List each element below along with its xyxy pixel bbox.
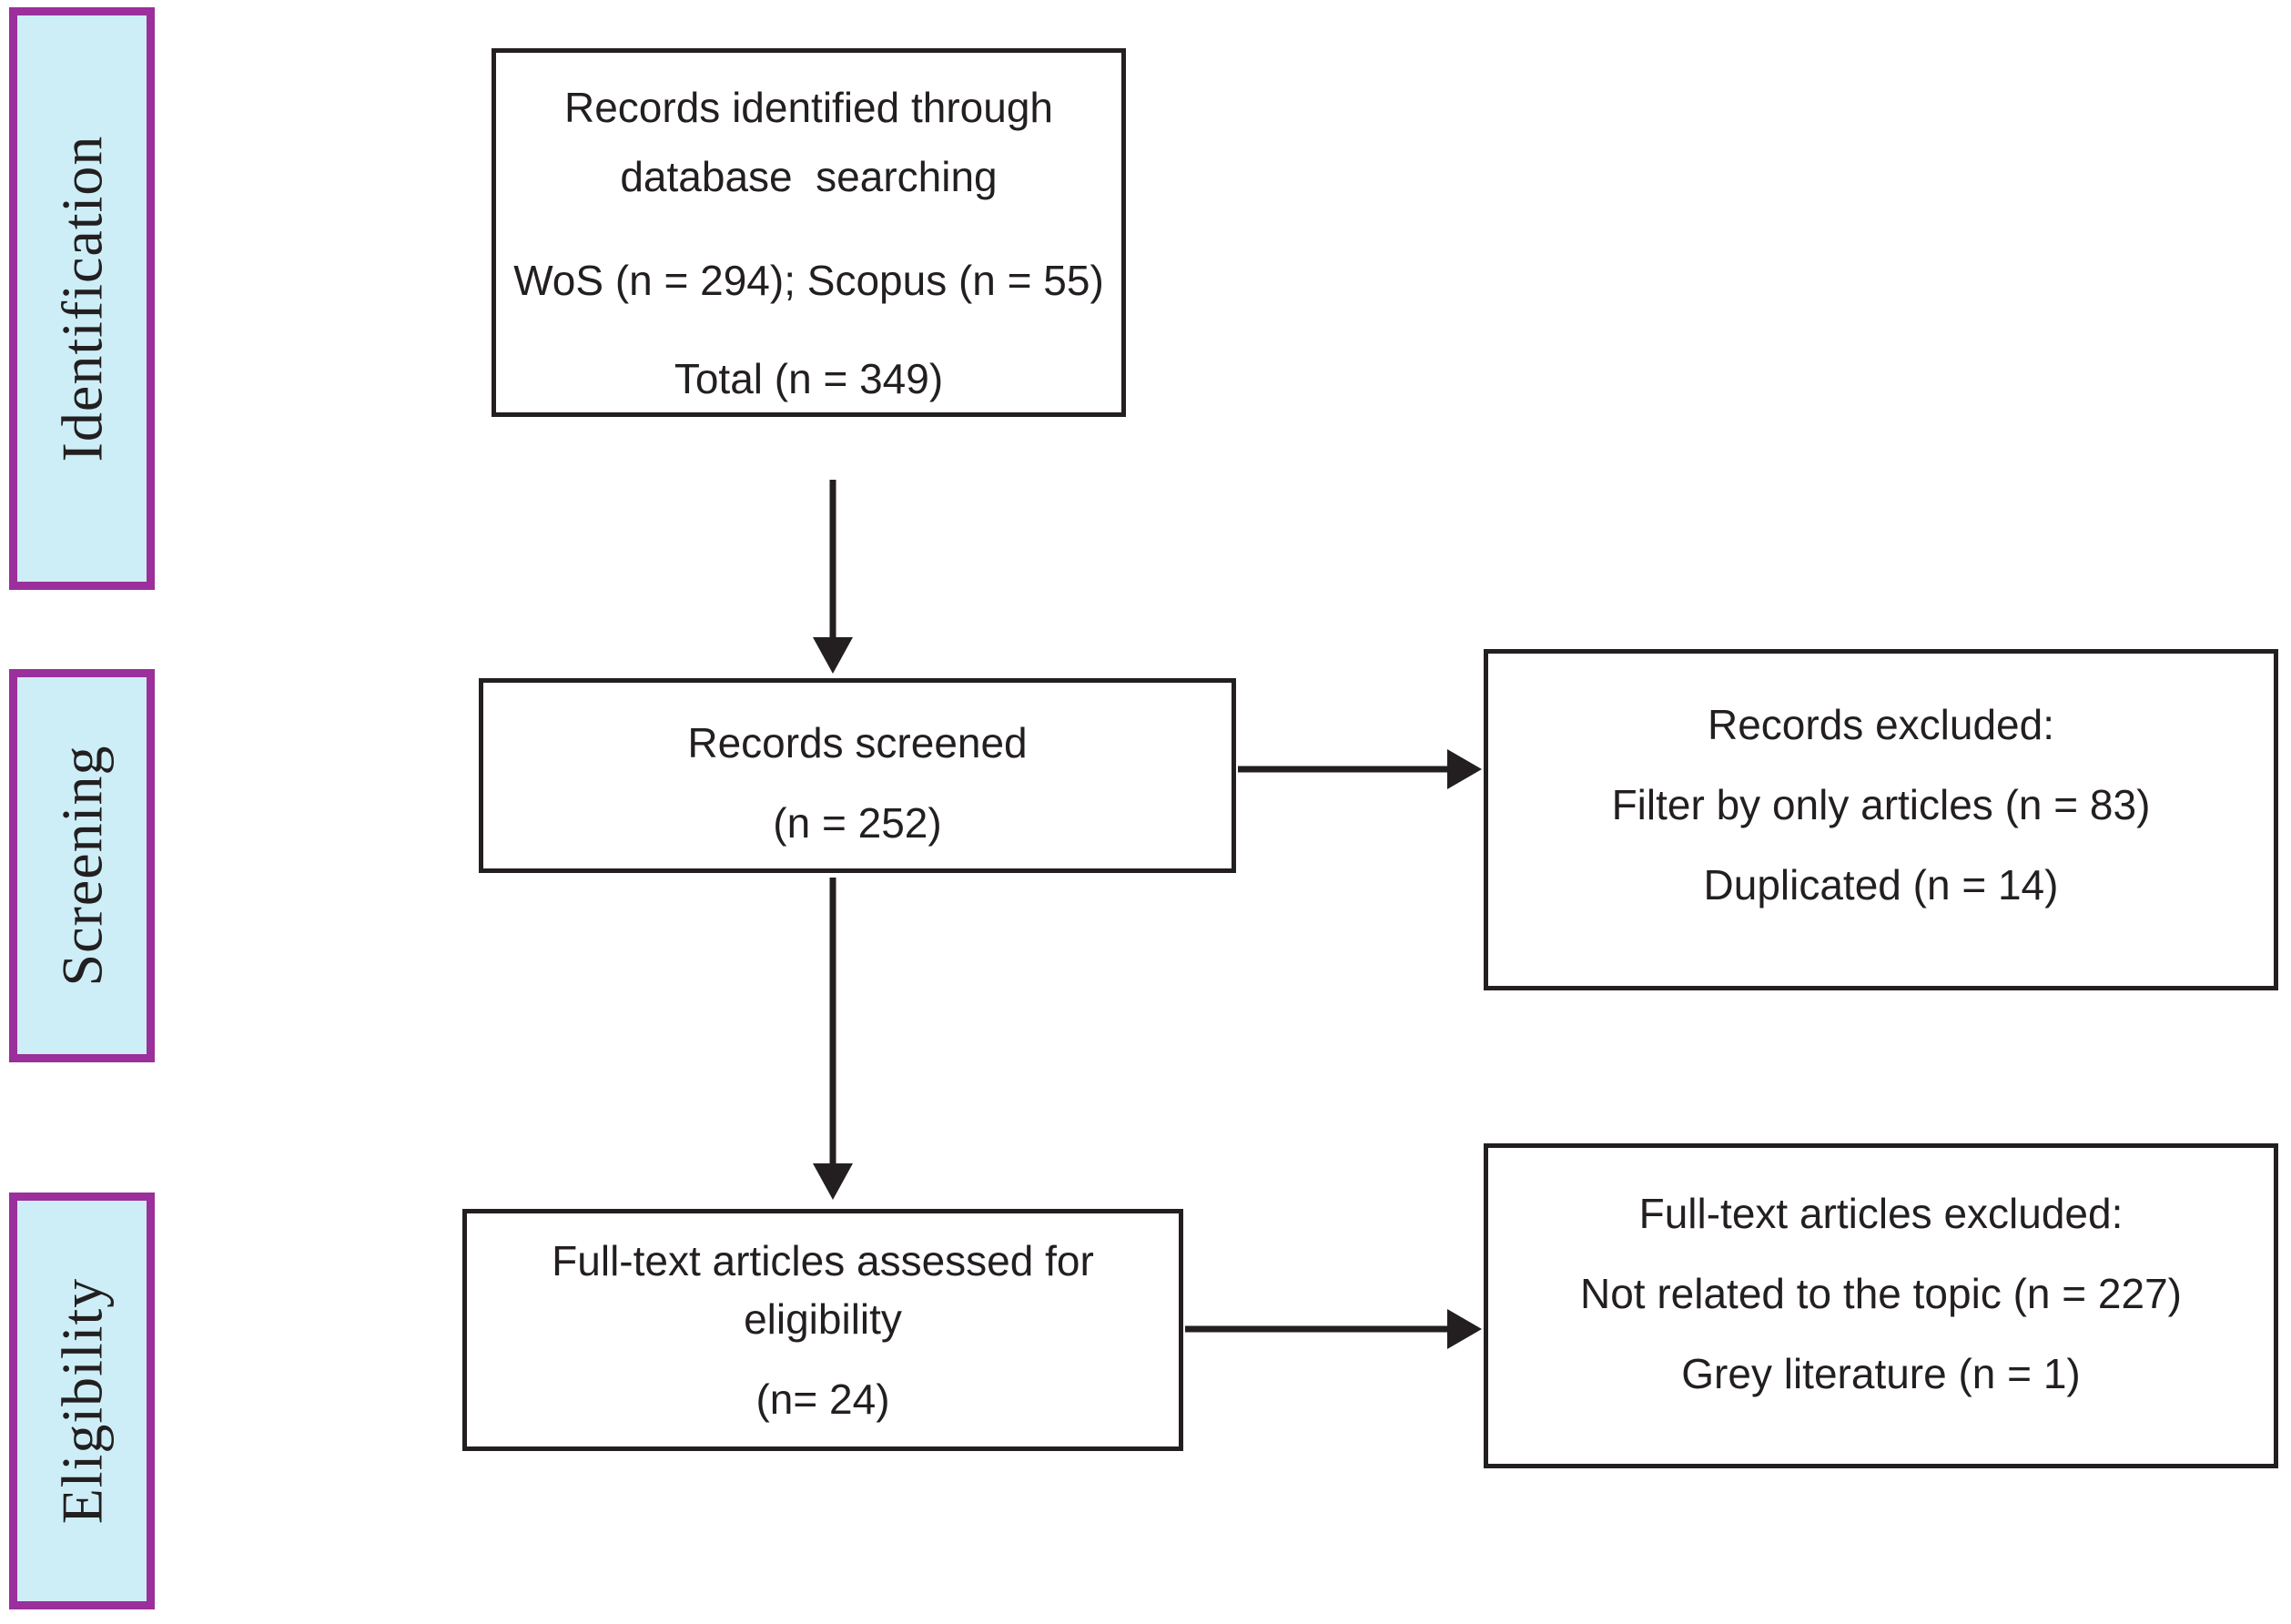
fulltext-excluded-label: Full-text articles excluded: <box>1638 1190 2124 1237</box>
records-identified-line-1: Records identified through <box>564 84 1053 131</box>
fulltext-assessed-count: (n= 24) <box>755 1375 890 1423</box>
fulltext-assessed-line-1: Full-text articles assessed for <box>552 1237 1094 1284</box>
records-excluded-reason-2: Duplicated (n = 14) <box>1703 861 2059 908</box>
records-identified-total: Total (n = 349) <box>674 355 944 402</box>
records-excluded-label: Records excluded: <box>1708 701 2054 748</box>
stage-label-screening: Screening <box>49 745 114 987</box>
stage-label-identification: Identification <box>49 135 114 462</box>
records-excluded-reason-1: Filter by only articles (n = 83) <box>1611 781 2151 828</box>
stage-label-eligibility: Eligibility <box>49 1277 114 1525</box>
box-fulltext-excluded: Full-text articles excluded: Not related… <box>1484 1143 2278 1468</box>
fulltext-excluded-reason-1: Not related to the topic (n = 227) <box>1579 1270 2182 1317</box>
stage-box-identification: Identification <box>9 7 155 590</box>
records-identified-counts: WoS (n = 294); Scopus (n = 55) <box>513 257 1104 304</box>
records-screened-label: Records screened <box>687 719 1028 766</box>
box-records-excluded: Records excluded: Filter by only article… <box>1484 649 2278 990</box>
fulltext-excluded-reason-2: Grey literature (n = 1) <box>1681 1350 2081 1397</box>
box-fulltext-assessed: Full-text articles assessed for eligibil… <box>462 1209 1183 1451</box>
records-identified-line-2: database searching <box>620 153 998 200</box>
box-records-identified: Records identified through database sear… <box>492 48 1126 417</box>
arrow-identified-to-screened <box>813 480 853 674</box>
arrow-screened-to-records-excluded <box>1238 749 1482 789</box>
stage-box-eligibility: Eligibility <box>9 1193 155 1609</box>
stage-box-screening: Screening <box>9 669 155 1062</box>
arrow-screened-to-fulltext <box>813 878 853 1200</box>
fulltext-assessed-line-2: eligibility <box>744 1295 902 1343</box>
records-screened-count: (n = 252) <box>773 799 942 847</box>
arrow-fulltext-to-fulltext-excluded <box>1185 1309 1482 1349</box>
box-records-screened: Records screened (n = 252) <box>479 678 1236 873</box>
